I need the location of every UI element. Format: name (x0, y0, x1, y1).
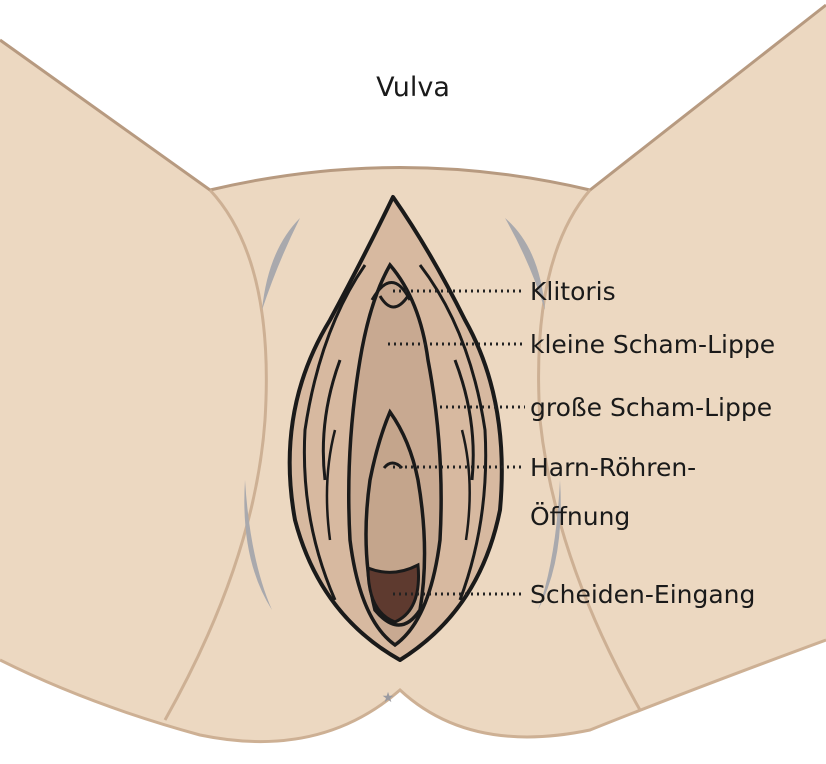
diagram-title: Vulva (0, 72, 826, 103)
label-scheideneingang: Scheiden-Eingang (530, 582, 755, 607)
anus-marker: ★ (382, 690, 395, 706)
label-klitoris: Klitoris (530, 279, 616, 304)
label-kleine-schamlippe: kleine Scham-Lippe (530, 332, 775, 357)
label-harnroehren-line2: Öffnung (530, 504, 630, 529)
label-harnroehren-line1: Harn-Röhren- (530, 455, 696, 480)
label-grosse-schamlippe: große Scham-Lippe (530, 395, 772, 420)
